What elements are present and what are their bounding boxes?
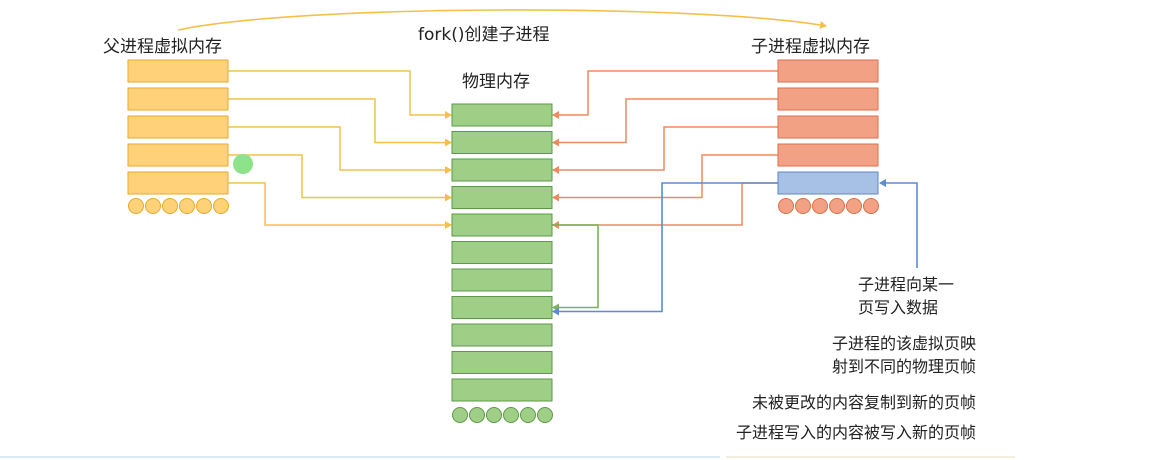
parent-map-line [228, 98, 452, 147]
parent-map-line [228, 154, 452, 202]
physical-memory-label: 物理内存 [462, 72, 530, 92]
physical-frame [451, 186, 553, 209]
parent-ellipsis-dot [128, 198, 144, 214]
child-map-line [552, 126, 778, 174]
child-page [777, 143, 879, 167]
physical-ellipsis-dot [486, 407, 502, 423]
physical-frame [451, 103, 553, 127]
physical-frame [451, 158, 553, 182]
physical-ellipsis-dot [469, 407, 485, 423]
child-ellipsis-dot [795, 198, 811, 214]
physical-frame [451, 378, 553, 402]
child-ellipsis-dot [778, 198, 794, 214]
parent-page [127, 59, 229, 83]
physical-ellipsis-dot [537, 407, 553, 423]
parent-map-line [228, 126, 452, 174]
copy-line [552, 224, 599, 312]
parent-page [127, 171, 229, 195]
note-write: 子进程写入的内容被写入新的页帧 [736, 423, 976, 442]
cursor-dot-marker [233, 154, 253, 174]
physical-frame [451, 131, 553, 154]
physical-frame [451, 351, 553, 374]
write-note-line1: 子进程向某一 [858, 275, 954, 294]
physical-ellipsis-dot [520, 407, 536, 423]
write-arrow [879, 179, 918, 268]
child-map-line [552, 182, 778, 229]
parent-ellipsis-dot [162, 198, 178, 214]
fork-arrow [177, 9, 827, 31]
parent-page [127, 143, 229, 167]
note-remap-line2: 射到不同的物理页帧 [832, 357, 976, 376]
parent-memory-label: 父进程虚拟内存 [103, 37, 222, 57]
child-virtual-pages [777, 59, 879, 214]
parent-map-line [228, 182, 452, 229]
mapping-lines [228, 70, 918, 316]
parent-ellipsis-dot [179, 198, 195, 214]
physical-frames [451, 103, 553, 423]
parent-ellipsis-dot [213, 198, 229, 214]
child-ellipsis-dot [846, 198, 862, 214]
physical-frame [451, 268, 553, 292]
parent-page [127, 115, 229, 139]
note-remap-line1: 子进程的该虚拟页映 [832, 334, 976, 353]
parent-ellipsis-dot [145, 198, 161, 214]
child-ellipsis-dot [812, 198, 828, 214]
write-note-line2: 页写入数据 [858, 298, 938, 317]
note-copy: 未被更改的内容复制到新的页帧 [752, 393, 976, 412]
child-page [777, 115, 879, 139]
child-page [777, 59, 879, 83]
parent-ellipsis-dot [196, 198, 212, 214]
parent-page [127, 87, 229, 111]
physical-frame [451, 323, 553, 347]
physical-ellipsis-dot [452, 407, 468, 423]
child-ellipsis-dot [863, 198, 879, 214]
child-ellipsis-dot [829, 198, 845, 214]
child-map-line [552, 154, 778, 202]
child-map-line [552, 98, 778, 147]
physical-frame [451, 213, 553, 237]
child-memory-label: 子进程虚拟内存 [751, 37, 870, 57]
physical-frame [451, 296, 553, 319]
child-written-page [777, 171, 879, 195]
child-page [777, 87, 879, 111]
fork-label: fork()创建子进程 [418, 25, 549, 45]
physical-frame [451, 241, 553, 264]
child-map-line [552, 70, 778, 119]
parent-map-line [228, 70, 452, 119]
remap-line [552, 182, 778, 316]
parent-virtual-pages [127, 59, 229, 214]
physical-ellipsis-dot [503, 407, 519, 423]
